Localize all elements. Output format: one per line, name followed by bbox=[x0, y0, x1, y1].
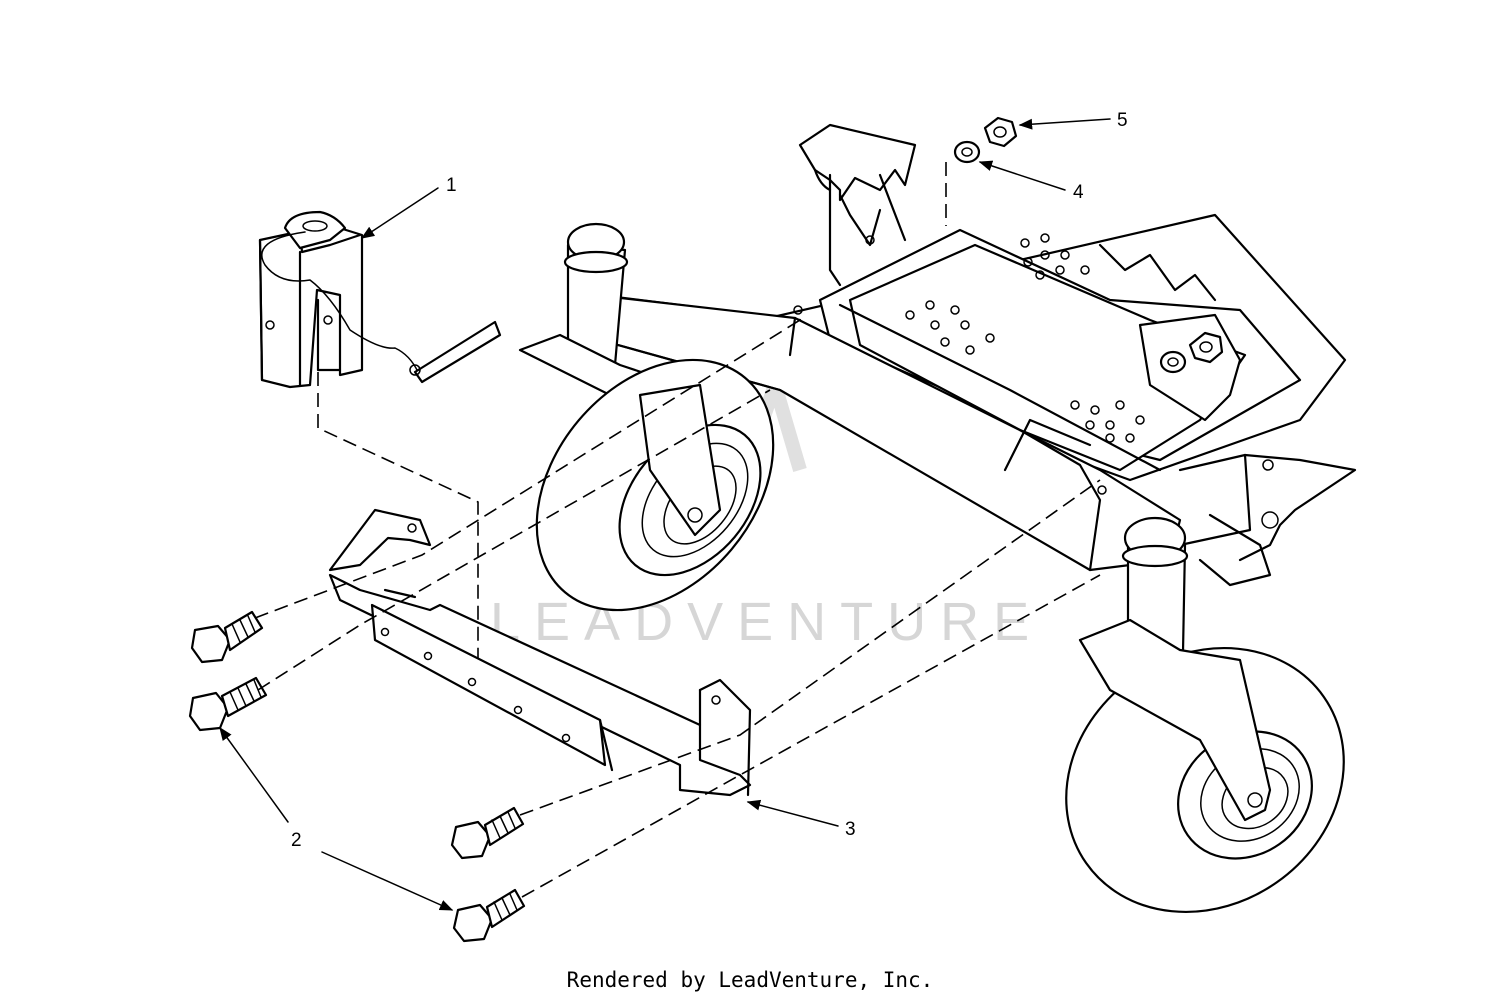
washer-installed bbox=[1159, 350, 1187, 374]
callout-4: 4 bbox=[978, 160, 1084, 203]
assembly-lines bbox=[254, 162, 1101, 898]
nut-installed bbox=[1188, 331, 1224, 364]
callout-3-number: 3 bbox=[845, 819, 856, 840]
callout-5-number: 5 bbox=[1117, 110, 1128, 131]
bolt-upper-left bbox=[190, 610, 264, 664]
right-caster-wheel bbox=[1065, 516, 1345, 914]
bolt-lower-left bbox=[188, 676, 268, 732]
pan-holes bbox=[905, 233, 1145, 443]
watermark-text: LEADVENTURE bbox=[490, 592, 1043, 652]
callout-1: 1 bbox=[360, 175, 457, 239]
callout-1-number: 1 bbox=[446, 175, 457, 196]
callout-4-number: 4 bbox=[1073, 182, 1084, 203]
footer-credit: Rendered by LeadVenture, Inc. bbox=[566, 968, 934, 992]
bolt-mid bbox=[450, 806, 525, 860]
nut bbox=[983, 116, 1018, 148]
bracket bbox=[328, 508, 752, 797]
washer bbox=[953, 140, 981, 164]
hitch-pin bbox=[258, 210, 502, 389]
callout-5: 5 bbox=[1018, 110, 1128, 131]
callout-2: 2 bbox=[219, 726, 454, 911]
callout-3: 3 bbox=[746, 799, 856, 840]
callout-2-number: 2 bbox=[291, 830, 302, 851]
mower-frame bbox=[593, 123, 1357, 587]
bolt-bottom bbox=[452, 888, 526, 943]
